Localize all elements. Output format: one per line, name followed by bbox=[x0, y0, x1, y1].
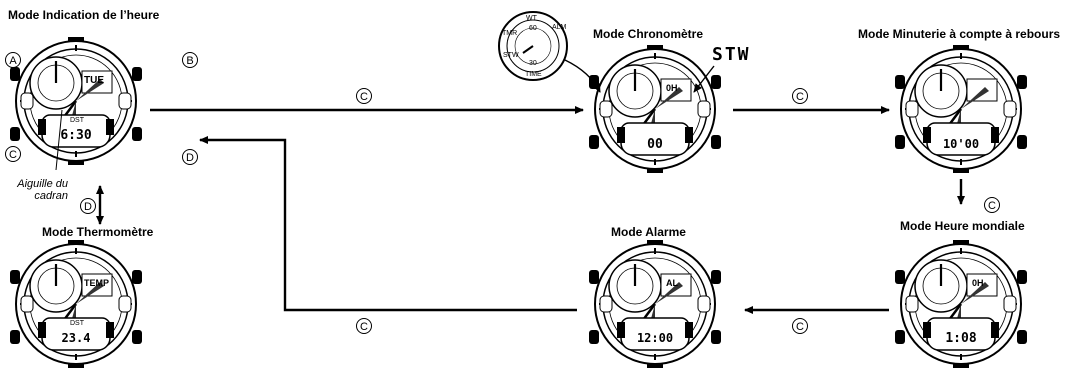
title-alarm: Mode Alarme bbox=[611, 225, 686, 239]
arrow-c-5: C bbox=[356, 318, 372, 334]
sub-thermometer: TEMP bbox=[84, 278, 110, 288]
digital-stopwatch: 00 bbox=[647, 137, 663, 152]
flow-arrows bbox=[55, 106, 965, 314]
watch-countdown bbox=[893, 43, 1029, 175]
dial-alm-label: ALM bbox=[552, 24, 567, 31]
digital-timekeeping: 6:30 bbox=[60, 128, 92, 143]
digital-alarm: 12:00 bbox=[636, 331, 674, 345]
arrow-c-4: C bbox=[792, 318, 808, 334]
dial-wt-label: WT bbox=[526, 15, 537, 22]
digital-worldtime: 1:08 bbox=[945, 331, 977, 346]
stw-pointer bbox=[693, 65, 715, 93]
magnified-subdial bbox=[498, 11, 601, 93]
button-c-label: C bbox=[5, 146, 21, 162]
title-thermometer: Mode Thermomètre bbox=[42, 225, 154, 239]
dial-60-label: 60 bbox=[529, 25, 537, 32]
title-stopwatch: Mode Chronomètre bbox=[593, 27, 704, 41]
dial-tmr-label: TMR bbox=[502, 30, 518, 37]
watch-thermometer bbox=[8, 238, 144, 370]
watch-worldtime bbox=[893, 238, 1029, 370]
arrow-c-1: C bbox=[356, 88, 372, 104]
button-b-label: B bbox=[182, 52, 198, 68]
day-timekeeping: TUE bbox=[84, 75, 104, 86]
hand-label: Aiguille du cadran bbox=[17, 178, 68, 202]
digital-thermometer: 23.4 bbox=[61, 331, 91, 345]
arrow-c-2: C bbox=[792, 88, 808, 104]
watch-timekeeping bbox=[8, 35, 144, 167]
dial-30-label: 30 bbox=[529, 60, 537, 67]
sub-worldtime: 0H bbox=[972, 278, 984, 288]
sub-stopwatch: 0H bbox=[666, 83, 678, 93]
watch-stopwatch bbox=[587, 43, 723, 175]
digital-countdown: 10'00 bbox=[942, 137, 980, 151]
title-timekeeping: Mode Indication de l’heure bbox=[8, 8, 160, 22]
dst-timekeeping: DST bbox=[70, 117, 84, 124]
title-worldtime: Mode Heure mondiale bbox=[900, 219, 1025, 233]
title-countdown: Mode Minuterie à compte à rebours bbox=[858, 27, 1061, 41]
button-d-label-2: D bbox=[80, 198, 96, 214]
dial-time-label: TIME bbox=[525, 71, 542, 78]
stw-label: STW bbox=[712, 44, 751, 65]
button-d-label: D bbox=[182, 149, 198, 165]
dst-thermometer: DST bbox=[70, 320, 84, 327]
dial-stw-label: STW bbox=[503, 52, 519, 59]
watch-alarm bbox=[587, 238, 723, 370]
button-a-label: A bbox=[5, 52, 21, 68]
sub-alarm: AL bbox=[666, 278, 678, 288]
arrow-c-3: C bbox=[984, 197, 1000, 213]
